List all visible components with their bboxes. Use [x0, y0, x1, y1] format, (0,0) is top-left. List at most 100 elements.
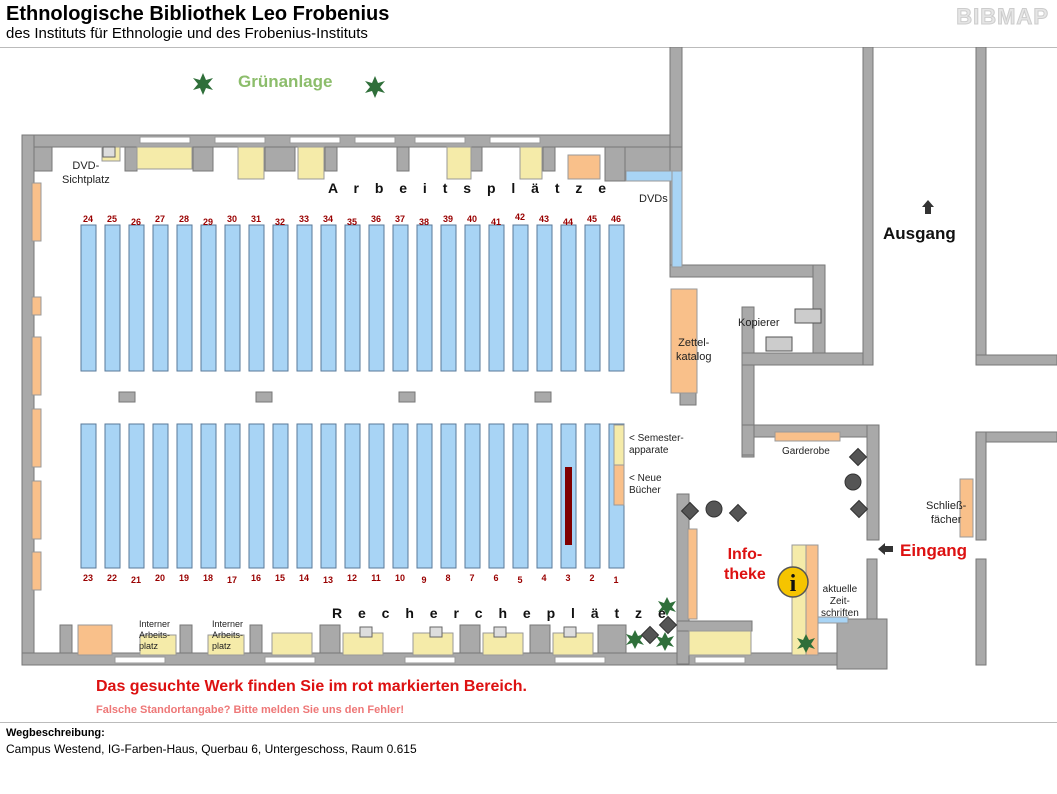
shelf-number-46: 46: [610, 214, 621, 224]
directions-text: Campus Westend, IG-Farben-Haus, Querbau …: [6, 742, 417, 756]
shelf-number-37: 37: [394, 214, 405, 224]
shelf-12: [344, 423, 361, 569]
shelf-36: [368, 224, 385, 372]
pillars: [118, 391, 552, 403]
shelf-41: [488, 224, 505, 372]
report-error-hint[interactable]: Falsche Standortangabe? Bitte melden Sie…: [96, 704, 405, 716]
copier-icons: [765, 308, 822, 352]
shelf-number-39: 39: [442, 214, 453, 224]
shelf-8: [440, 423, 457, 569]
shelf-2: [584, 423, 601, 569]
lockers-block: [959, 478, 974, 538]
semester-label: < Semester- apparate: [629, 433, 684, 456]
card-catalog-label: Zettel- katalog: [676, 337, 712, 363]
shelf-number-8: 8: [445, 573, 451, 583]
shelf-number-16: 16: [250, 573, 261, 583]
shelf-number-20: 20: [154, 573, 165, 583]
shelf-6: [488, 423, 505, 569]
shelf-23: [80, 423, 97, 569]
shelf-28: [176, 224, 193, 372]
exit-label: Ausgang: [883, 224, 956, 243]
bottom-desks: [77, 624, 594, 656]
shelf-7: [464, 423, 481, 569]
shelf-16: [248, 423, 265, 569]
internal-workplace-1-label: Interner Arbeits- platz: [139, 619, 171, 651]
shelf-number-26: 26: [130, 217, 141, 227]
shelf-number-35: 35: [346, 217, 357, 227]
shelf-43: [536, 224, 553, 372]
shelf-22: [104, 423, 121, 569]
shelf-27: [152, 224, 169, 372]
shelf-4: [536, 423, 553, 569]
shelf-37: [392, 224, 409, 372]
shelf-number-17: 17: [226, 575, 237, 585]
wardrobe-label: Garderobe: [782, 446, 830, 457]
shelf-17: [224, 423, 241, 569]
shelf-number-29: 29: [202, 217, 213, 227]
shelf-number-30: 30: [226, 214, 237, 224]
left-wall-shelves: [31, 182, 42, 591]
svg-text:i: i: [790, 571, 797, 597]
shelf-30: [224, 224, 241, 372]
shelf-26: [128, 224, 145, 372]
shelf-39: [440, 224, 457, 372]
shelf-33: [296, 224, 313, 372]
card-catalog-cabinet: [670, 288, 698, 394]
shelf-29: [200, 224, 217, 372]
directions-label: Wegbeschreibung:: [6, 727, 105, 739]
new-books-label: < Neue Bücher: [629, 473, 662, 496]
location-hint: Das gesuchte Werk finden Sie im rot mark…: [96, 678, 527, 695]
bottom-shelf-rows: [80, 423, 625, 569]
shelf-number-32: 32: [274, 217, 285, 227]
header: [0, 0, 1057, 48]
shelf-19: [176, 423, 193, 569]
shelf-45: [584, 224, 601, 372]
dvd-viewer-label: DVD- Sichtplatz: [62, 160, 110, 186]
internal-workplace-2-label: Interner Arbeits- platz: [212, 619, 244, 651]
shelf-number-40: 40: [466, 214, 477, 224]
shelf-35: [344, 224, 361, 372]
workplaces-label: A r b e i t s p l ä t z e: [328, 180, 613, 196]
shelf-number-9: 9: [421, 575, 427, 585]
shelf-number-2: 2: [589, 573, 595, 583]
shelf-number-6: 6: [493, 573, 499, 583]
bottom-windows: [114, 656, 746, 664]
wardrobe-bar: [774, 431, 841, 442]
shelf-40: [464, 224, 481, 372]
shelf-number-43: 43: [538, 214, 549, 224]
page-subtitle: des Instituts für Ethnologie und des Fro…: [6, 25, 368, 42]
shelf-number-25: 25: [106, 214, 117, 224]
shelf-number-7: 7: [469, 573, 475, 583]
shelf-number-41: 41: [490, 217, 501, 227]
bibmap-logo: BIBMAP: [956, 4, 1049, 30]
shelf-46: [608, 224, 625, 372]
shelf-number-19: 19: [178, 573, 189, 583]
shelf-24: [80, 224, 97, 372]
info-icon: i: [777, 566, 809, 598]
shelf-13: [320, 423, 337, 569]
shelf-10: [392, 423, 409, 569]
entrance-label: Eingang: [900, 541, 968, 560]
shelf-number-24: 24: [82, 214, 93, 224]
shelf-20: [152, 423, 169, 569]
shelf-38: [416, 224, 433, 372]
shelf-number-33: 33: [298, 214, 309, 224]
copier-label: Kopierer: [738, 317, 780, 329]
shelf-number-14: 14: [298, 573, 309, 583]
shelf-number-44: 44: [562, 217, 573, 227]
shelf-34: [320, 224, 337, 372]
shelf-number-31: 31: [250, 214, 261, 224]
floor-plan-map: i: [21, 47, 1057, 670]
shelf-25: [104, 224, 121, 372]
shelf-number-15: 15: [274, 573, 285, 583]
top-shelf-rows: [80, 224, 625, 372]
shelf-14: [296, 423, 313, 569]
shelf-number-18: 18: [202, 573, 213, 583]
research-label: R e c h e r c h e p l ä t z e: [332, 605, 672, 621]
shelf-number-34: 34: [322, 214, 333, 224]
shelf-number-11: 11: [371, 573, 381, 583]
greenarea-label: Grünanlage: [238, 72, 333, 91]
furniture-shapes: [640, 447, 869, 645]
shelf-32: [272, 224, 289, 372]
shelf-number-13: 13: [322, 575, 333, 585]
